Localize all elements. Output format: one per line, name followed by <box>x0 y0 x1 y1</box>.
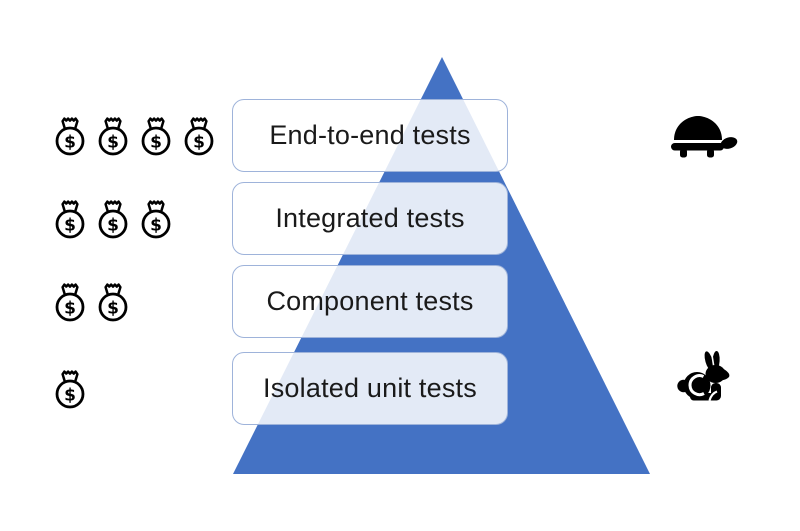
level-box-component-tests: Component tests <box>232 265 508 338</box>
money-bag-icon: $ <box>55 117 85 156</box>
level-label: Component tests <box>266 286 474 316</box>
level-box-isolated-unit-tests: Isolated unit tests <box>232 352 508 425</box>
cost-row-end-to-end: $ $ $ $ <box>53 115 216 157</box>
svg-text:$: $ <box>107 133 119 153</box>
level-box-integrated-tests: Integrated tests <box>232 182 508 255</box>
svg-text:$: $ <box>64 386 76 406</box>
rabbit-icon <box>677 351 730 401</box>
svg-text:$: $ <box>64 133 76 153</box>
level-label: Isolated unit tests <box>263 373 477 403</box>
money-bag-icon: $ <box>55 200 85 239</box>
cost-row-component: $ $ <box>53 281 130 323</box>
money-bag-icon: $ <box>55 283 85 322</box>
money-bag-icon: $ <box>98 283 128 322</box>
svg-text:$: $ <box>150 216 162 236</box>
money-bag-icon: $ <box>141 200 171 239</box>
money-bag-icon: $ <box>98 117 128 156</box>
level-label: End-to-end tests <box>269 120 471 150</box>
money-bag-icon: $ <box>55 370 85 409</box>
svg-text:$: $ <box>64 299 76 319</box>
money-bag-icon: $ <box>184 117 214 156</box>
svg-text:$: $ <box>107 216 119 236</box>
level-label: Integrated tests <box>275 203 465 233</box>
money-bag-icon: $ <box>141 117 171 156</box>
level-box-end-to-end-tests: End-to-end tests <box>232 99 508 172</box>
money-bag-icon: $ <box>98 200 128 239</box>
turtle-icon <box>671 116 738 158</box>
svg-text:$: $ <box>107 299 119 319</box>
svg-text:$: $ <box>150 133 162 153</box>
cost-row-integrated: $ $ $ <box>53 198 173 240</box>
svg-text:$: $ <box>64 216 76 236</box>
svg-text:$: $ <box>193 133 205 153</box>
cost-row-isolated-unit: $ <box>53 368 87 410</box>
